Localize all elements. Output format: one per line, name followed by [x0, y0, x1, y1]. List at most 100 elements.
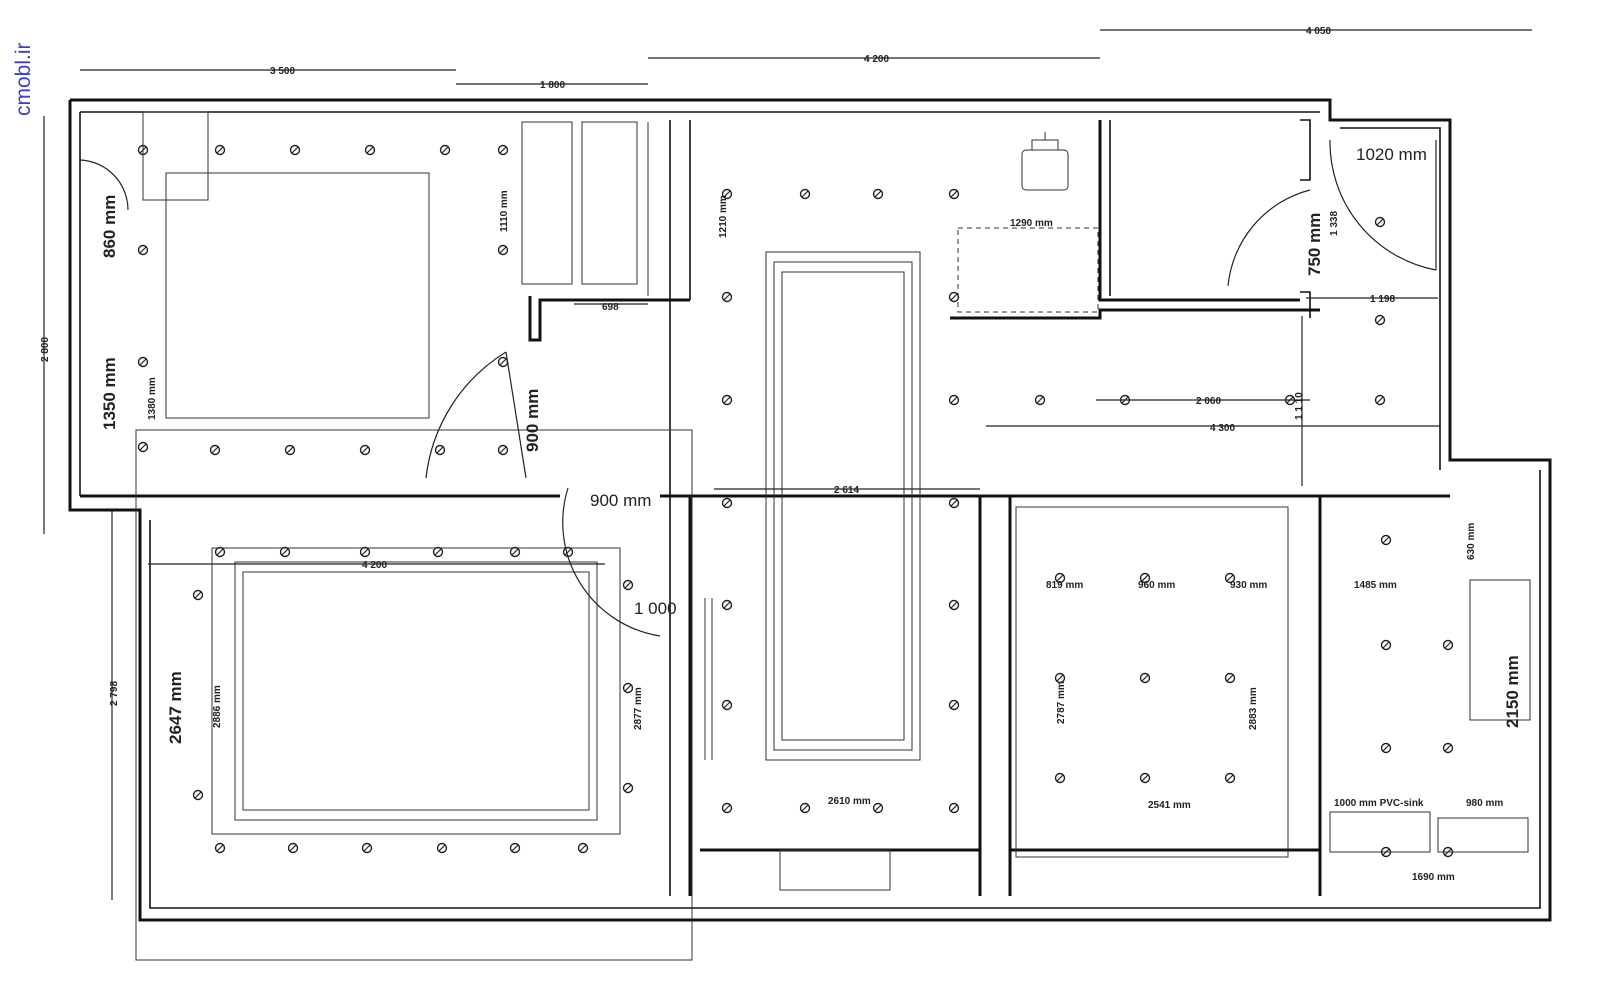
kitchen-island [1015, 506, 1289, 858]
label-900-horizontal: 900 mm [590, 491, 651, 510]
dim-text-4200-inner: 4 200 [362, 560, 387, 571]
ceiling-light-icon [497, 144, 509, 156]
label-2877: 2877 mm [633, 687, 644, 730]
dining-table-mid [773, 261, 913, 751]
rug-inner [242, 571, 590, 811]
door-swings [79, 139, 1437, 637]
ceiling-light-icon [622, 579, 634, 591]
label-1690: 1690 mm [1412, 872, 1455, 883]
label-1338: 1 338 [1329, 211, 1340, 236]
ceiling-light-icon [721, 599, 733, 611]
measurement-labels: 860 mm 1350 mm 1380 mm 1110 mm 1210 mm 9… [100, 145, 1522, 883]
wardrobe-1 [521, 121, 573, 285]
dim-text-2800: 2 800 [40, 337, 51, 362]
ceiling-light-icon [137, 441, 149, 453]
ceiling-light-icon [622, 782, 634, 794]
door-swing-icon [1329, 139, 1437, 271]
door-leaf [505, 351, 527, 479]
ceiling-light-icon [214, 144, 226, 156]
label-1000: 1 000 [634, 599, 677, 618]
dim-text-4200: 4 200 [864, 54, 889, 65]
watermark-text: cmobl.ir [12, 42, 34, 116]
ceiling-light-icon [622, 682, 634, 694]
ceiling-light-icon [948, 599, 960, 611]
ceiling-light-icon [436, 842, 448, 854]
label-630: 630 mm [1466, 523, 1477, 560]
dim-text-4050: 4 050 [1306, 26, 1331, 37]
dim-text-1198: 1 198 [1370, 294, 1395, 305]
label-1380: 1380 mm [147, 377, 158, 420]
label-1020: 1020 mm [1356, 145, 1427, 164]
ceiling-light-icon [289, 144, 301, 156]
ceiling-light-icon [948, 188, 960, 200]
bed [165, 172, 430, 419]
ceiling-light-icon [137, 356, 149, 368]
ceiling-light-icon [948, 497, 960, 509]
label-2647: 2647 mm [166, 671, 185, 744]
stair-step [779, 849, 891, 891]
ceiling-light-icon [1380, 742, 1392, 754]
ceiling-light-icon [1054, 672, 1066, 684]
ceiling-light-icon [364, 144, 376, 156]
ceiling-light-icon [1374, 216, 1386, 228]
dim-text-698: 698 [602, 302, 619, 313]
ceiling-light-icon [1380, 846, 1392, 858]
ceiling-light-icon [1139, 572, 1151, 584]
interior-walls [80, 119, 1450, 896]
ceiling-light-icon [497, 444, 509, 456]
ceiling-light-icon [1224, 572, 1236, 584]
ceiling-light-icon [872, 188, 884, 200]
label-1210: 1210 mm [718, 195, 729, 238]
ceiling-light-icon [359, 546, 371, 558]
label-750: 750 mm [1305, 213, 1324, 276]
ceiling-light-icon [948, 394, 960, 406]
ceiling-light-icon [721, 291, 733, 303]
ceiling-light-icon [721, 394, 733, 406]
label-2787: 2787 mm [1056, 681, 1067, 724]
ceiling-light-icon [361, 842, 373, 854]
ceiling-light-icon [497, 244, 509, 256]
label-1290: 1290 mm [1010, 218, 1053, 229]
ceiling-light-icon [1139, 772, 1151, 784]
chair-icon [1021, 132, 1069, 191]
furniture [135, 111, 1531, 961]
ceiling-light-icon [872, 802, 884, 814]
rug-mid [234, 561, 598, 821]
label-1110: 1110 mm [499, 190, 510, 232]
dimension-lines [43, 29, 1532, 900]
label-960: 960 mm [1138, 580, 1175, 591]
ceiling-light-icon [1139, 672, 1151, 684]
ceiling-light-icon [1442, 639, 1454, 651]
ceiling-light-icon [497, 356, 509, 368]
outer-wall-outline [68, 98, 1552, 922]
ceiling-light-icon [284, 444, 296, 456]
dim-text-1110-vertical: 1 1 10 [1294, 392, 1305, 420]
ceiling-light-icon [509, 842, 521, 854]
door-swing-icon [425, 351, 507, 479]
ceiling-light-icon [1034, 394, 1046, 406]
ceiling-light-icon [214, 842, 226, 854]
rug-outer [211, 547, 621, 835]
ceiling-light-icon [1442, 846, 1454, 858]
label-2610: 2610 mm [828, 796, 871, 807]
ceiling-light-icon [721, 699, 733, 711]
sink-right [1437, 817, 1529, 853]
outer-wall-inner-bottom [149, 470, 1541, 909]
dim-text-2798: 2 798 [109, 681, 120, 706]
ceiling-lights [137, 144, 1454, 858]
ceiling-light-icon [509, 546, 521, 558]
ceiling-light-icon [137, 244, 149, 256]
label-980: 980 mm [1466, 798, 1503, 809]
ceiling-light-icon [279, 546, 291, 558]
label-930: 930 mm [1230, 580, 1267, 591]
ceiling-light-icon [799, 802, 811, 814]
outer-walls [68, 98, 1552, 922]
ceiling-light-icon [721, 188, 733, 200]
ceiling-light-icon [1224, 772, 1236, 784]
ceiling-light-icon [562, 546, 574, 558]
wardrobe-2 [581, 121, 638, 285]
dim-text-2614: 2 614 [834, 485, 859, 496]
ceiling-light-icon [1380, 534, 1392, 546]
desk [957, 227, 1099, 313]
